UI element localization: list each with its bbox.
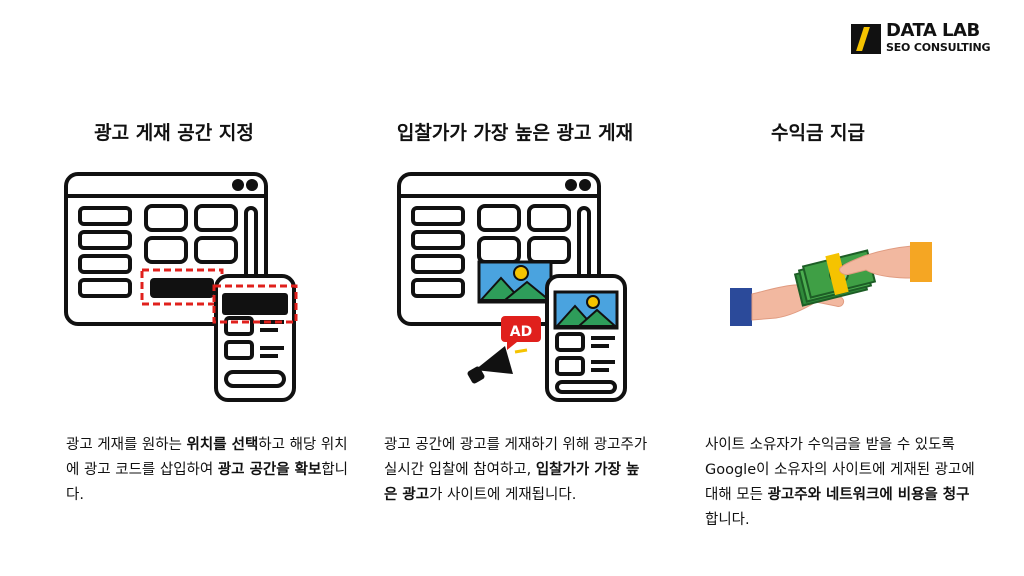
logo-subtitle: SEO CONSULTING	[886, 42, 990, 54]
ad-image-icon	[479, 262, 551, 302]
desc-bold: 광고 공간을 확보	[218, 462, 321, 478]
ad-badge-text: AD	[510, 324, 532, 340]
desc-text: 광고 게재를 원하는	[66, 437, 187, 453]
column-3-title: 수익금 지급	[763, 118, 873, 145]
ad-badge: AD	[501, 316, 541, 350]
column-2-title: 입찰가가 가장 높은 광고 게재	[380, 118, 650, 145]
highest-bid-illustration: AD	[395, 170, 635, 405]
datalab-logo: DATA LAB SEO CONSULTING	[851, 22, 1011, 62]
column-1-description: 광고 게재를 원하는 위치를 선택하고 해당 위치에 광고 코드를 삽입하여 광…	[66, 433, 356, 508]
column-1-title: 광고 게재 공간 지정	[84, 118, 264, 145]
logo-mark-icon	[851, 24, 881, 54]
mobile-ad-image-icon	[555, 292, 617, 328]
ad-space-illustration	[62, 170, 307, 405]
desc-text: 합니다.	[705, 512, 750, 528]
ad-slot-block	[150, 278, 214, 298]
payout-illustration	[726, 236, 936, 336]
desc-text: 가 사이트에 게재됩니다.	[429, 487, 576, 503]
mobile-ad-slot-block	[222, 293, 288, 315]
desc-bold: 위치를 선택	[187, 437, 259, 453]
desc-bold: 광고주와 네트워크에 비용을 청구	[768, 487, 970, 503]
column-2-description: 광고 공간에 광고를 게재하기 위해 광고주가 실시간 입찰에 참여하고, 입찰…	[384, 433, 652, 508]
logo-brand: DATA LAB	[886, 22, 980, 40]
column-3-description: 사이트 소유자가 수익금을 받을 수 있도록 Google이 소유자의 사이트에…	[705, 433, 977, 533]
